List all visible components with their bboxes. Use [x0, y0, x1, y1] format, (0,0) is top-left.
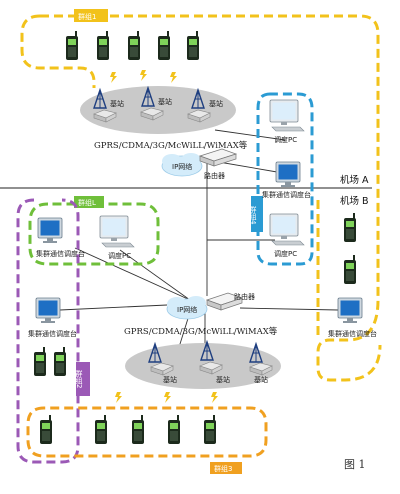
svg-text:路由器: 路由器 [204, 171, 225, 180]
svg-text:基站: 基站 [216, 375, 230, 384]
phone-icon [128, 31, 140, 60]
router-a: 路由器 [198, 148, 238, 180]
radio-link-bolts-top [110, 70, 177, 83]
group-4-tag: 群组4 [249, 196, 263, 232]
phone-icon [158, 31, 170, 60]
svg-text:IP网络: IP网络 [172, 162, 192, 171]
svg-text:调度PC: 调度PC [274, 135, 297, 144]
svg-text:基站: 基站 [254, 375, 268, 384]
trunk-console-site-b-left: 集群通信调度台 [28, 297, 77, 338]
dispatch-pc-site-a: 调度PC [269, 99, 305, 144]
base-station-top-1: 基站 [93, 89, 124, 123]
site-b-phones [344, 213, 356, 284]
group-3-phones [95, 415, 216, 444]
group-2-phones [34, 347, 66, 444]
trunk-console-site-a: 集群通信调度台 [262, 161, 311, 199]
group-1-outline-left [20, 14, 96, 88]
base-station-bottom-2: 基站 [199, 341, 230, 384]
svg-text:基站: 基站 [209, 99, 223, 108]
svg-text:群组3: 群组3 [214, 464, 232, 473]
group-1-outline [40, 14, 382, 382]
phone-icon [344, 255, 356, 284]
svg-text:路由器: 路由器 [234, 292, 255, 301]
svg-text:群组4: 群组4 [249, 205, 257, 225]
network-label-bottom: GPRS/CDMA/3G/McWiLL/WiMAX等 [124, 326, 278, 337]
svg-text:集群通信调度台: 集群通信调度台 [28, 329, 77, 338]
group-1-phones [66, 31, 199, 60]
base-station-bottom-3: 基站 [249, 343, 273, 384]
group-3-tag: 群组3 [210, 462, 242, 474]
ip-network-cloud-a: IP网络 [161, 153, 203, 177]
dispatch-pc-site-b: 调度PC [269, 213, 305, 258]
radio-link-bolts-bottom [115, 392, 218, 403]
base-station-top-2: 基站 [140, 87, 172, 121]
group-3-outline [26, 406, 268, 458]
dispatch-pc-group-l: 调度PC [99, 215, 135, 260]
group-4-outline [256, 92, 314, 266]
phone-icon [66, 31, 78, 60]
svg-text:调度PC: 调度PC [274, 249, 297, 258]
svg-text:群组1: 群组1 [78, 12, 96, 21]
group-1-tag: 群组1 [74, 9, 108, 22]
ip-network-cloud-b: IP网络 [166, 296, 208, 320]
svg-text:基站: 基站 [110, 99, 124, 108]
svg-text:集群通信调度台: 集群通信调度台 [328, 329, 377, 338]
router-b: 路由器 [205, 292, 255, 311]
phone-icon [34, 347, 46, 376]
svg-text:群组2: 群组2 [75, 369, 83, 388]
network-label-top: GPRS/CDMA/3G/McWiLL/WiMAX等 [94, 140, 248, 151]
phone-icon [95, 415, 107, 444]
phone-icon [344, 213, 356, 242]
phone-icon [97, 31, 109, 60]
svg-text:基站: 基站 [163, 375, 177, 384]
group-2-tag: 群组2 [75, 362, 90, 396]
svg-text:群组L: 群组L [78, 198, 96, 207]
site-a-label: 机场 A [340, 174, 369, 186]
site-b-label: 机场 B [340, 195, 369, 207]
figure-caption: 图 1 [344, 458, 366, 471]
phone-icon [40, 415, 52, 444]
trunk-console-site-b-right: 集群通信调度台 [328, 297, 377, 338]
trunk-console-group-l: 集群通信调度台 [36, 217, 85, 258]
base-station-bottom-1: 基站 [148, 343, 177, 384]
svg-text:集群通信调度台: 集群通信调度台 [262, 190, 311, 199]
group-l-outline [28, 202, 160, 266]
phone-icon [204, 415, 216, 444]
group-2-outline [16, 198, 80, 464]
svg-text:IP网络: IP网络 [177, 305, 197, 314]
svg-text:基站: 基站 [158, 97, 172, 106]
phone-icon [54, 347, 66, 376]
phone-icon [168, 415, 180, 444]
phone-icon [132, 415, 144, 444]
svg-text:调度PC: 调度PC [108, 251, 131, 260]
phone-icon [187, 31, 199, 60]
group-l-tag: 群组L [74, 196, 104, 208]
svg-text:集群通信调度台: 集群通信调度台 [36, 249, 85, 258]
base-station-top-3: 基站 [187, 89, 223, 123]
